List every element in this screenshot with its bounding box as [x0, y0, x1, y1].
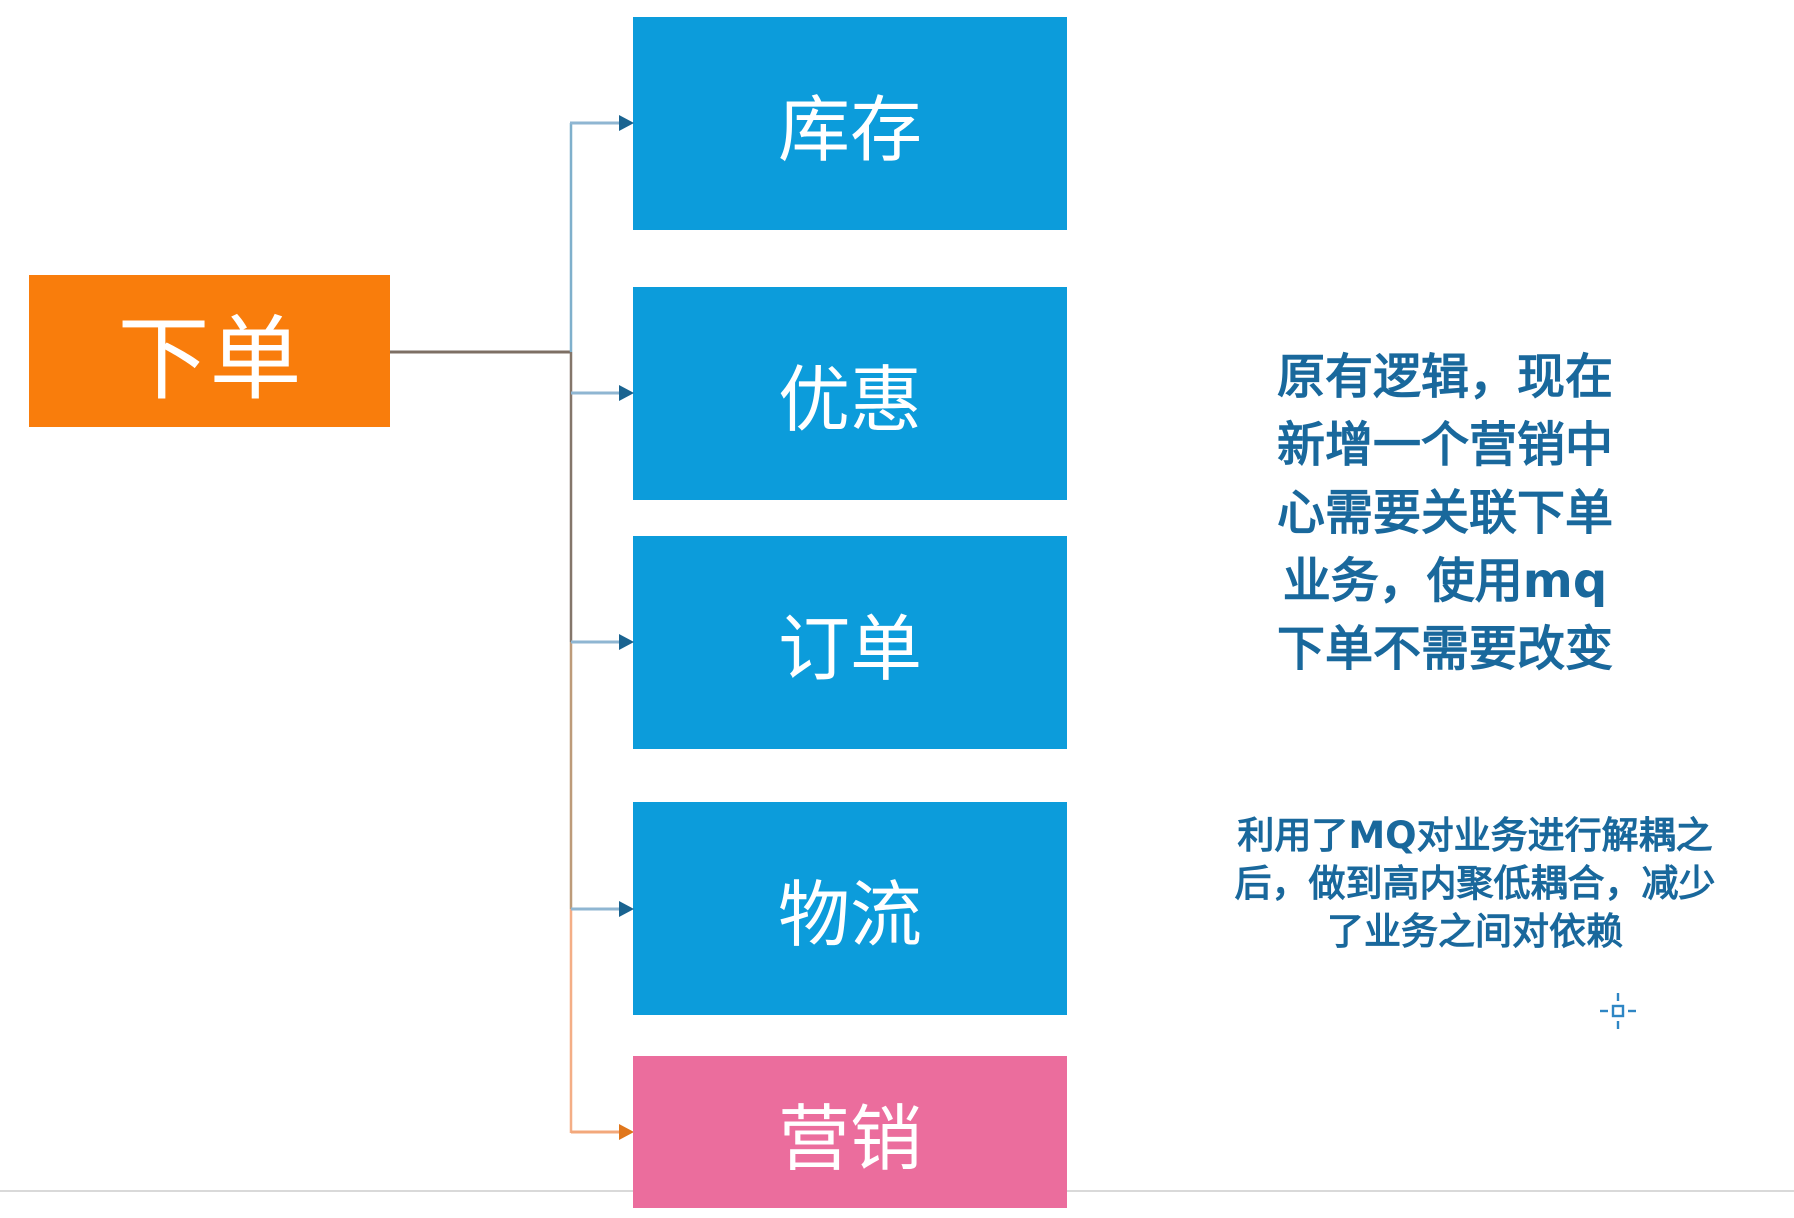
annotation-line: 原有逻辑，现在	[1276, 349, 1613, 405]
arrowhead-logistics-icon	[619, 901, 634, 917]
node-discount[interactable]: 优惠	[633, 287, 1067, 500]
node-discount-label: 优惠	[777, 358, 922, 442]
node-place-order-label: 下单	[117, 305, 302, 413]
annotation-top[interactable]: 原有逻辑，现在 新增一个营销中 心需要关联下单 业务，使用mq 下单不需要改变	[1230, 343, 1660, 683]
node-logistics[interactable]: 物流	[633, 802, 1067, 1015]
node-order-label: 订单	[777, 607, 922, 691]
annotation-line: 下单不需要改变	[1276, 621, 1613, 677]
annotation-line: 后，做到高内聚低耦合，减少	[1234, 862, 1716, 905]
annotation-line: 了业务之间对依赖	[1327, 910, 1623, 953]
annotation-line: 利用了MQ对业务进行解耦之	[1237, 814, 1713, 857]
arrowhead-order-icon	[619, 634, 634, 650]
node-order[interactable]: 订单	[633, 536, 1067, 749]
arrowhead-marketing-icon	[619, 1124, 634, 1140]
node-place-order[interactable]: 下单	[29, 275, 390, 427]
annotation-line: 新增一个营销中	[1276, 417, 1613, 473]
node-marketing-label: 营销	[777, 1096, 922, 1181]
arrowhead-inventory-icon	[619, 115, 634, 131]
node-marketing[interactable]: 营销	[633, 1056, 1067, 1208]
arrowhead-discount-icon	[619, 385, 634, 401]
annotation-line: 业务，使用mq	[1282, 553, 1608, 609]
annotation-line: 心需要关联下单	[1276, 485, 1613, 541]
node-inventory-label: 库存	[777, 88, 922, 172]
node-logistics-label: 物流	[777, 873, 922, 957]
crosshair-anchor-icon[interactable]	[1600, 993, 1636, 1029]
node-inventory[interactable]: 库存	[633, 17, 1067, 230]
annotation-bottom[interactable]: 利用了MQ对业务进行解耦之 后，做到高内聚低耦合，减少 了业务之间对依赖	[1210, 812, 1740, 956]
